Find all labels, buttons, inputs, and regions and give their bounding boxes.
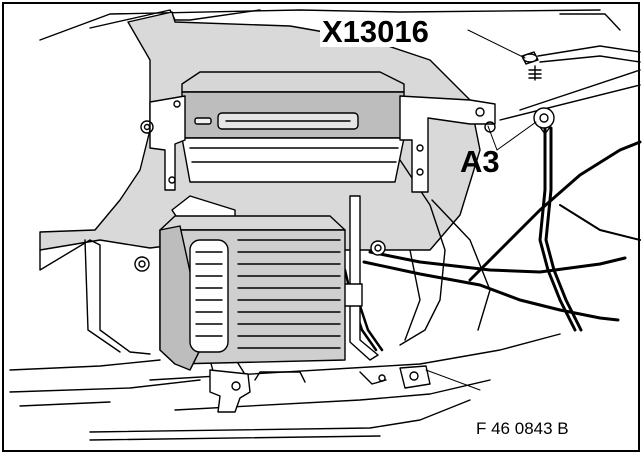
floor-line-2 [174, 379, 491, 411]
right-frame-3 [431, 199, 491, 331]
lower-right-bracket [399, 365, 431, 389]
cd-changer-top [181, 71, 405, 93]
cable-2 [362, 260, 620, 322]
amplifier-top [159, 215, 346, 231]
floor-bottom [89, 399, 471, 433]
left-bracket [149, 95, 186, 191]
amplifier-fins [237, 239, 341, 349]
left-wall [39, 239, 151, 355]
right-panel-line [519, 69, 641, 111]
window-fins [195, 251, 223, 337]
left-floor [9, 359, 161, 371]
ground-cable [538, 126, 577, 332]
leader-a3-2 [487, 125, 498, 151]
left-wall-inner [84, 239, 121, 353]
amplifier-screw-right [370, 240, 386, 256]
floor-screw [378, 374, 386, 382]
left-floor-2 [9, 379, 201, 393]
leader-floor [425, 369, 481, 391]
ground-bolt [528, 65, 542, 81]
label-x13016: X13016 [320, 14, 431, 49]
bracket-screw-inner [143, 123, 151, 131]
bracket-screw [140, 120, 154, 134]
bracket-hole-5 [416, 144, 424, 152]
lower-screw-2 [409, 371, 419, 381]
cd-changer-bottom [181, 137, 405, 183]
label-a3: A3 [460, 144, 500, 179]
left-floor-3 [19, 401, 111, 407]
leader-a3 [496, 121, 537, 151]
right-frame-2 [404, 249, 421, 341]
right-bracket [399, 95, 496, 193]
bracket-window [189, 239, 229, 353]
upper-panel-edge [39, 9, 601, 41]
ground-eyelet-a3 [533, 107, 555, 129]
leader-x13016 [467, 29, 526, 59]
cd-eject-button [194, 117, 212, 125]
bracket-hole-2 [168, 176, 176, 184]
floor-bottom-2 [89, 435, 381, 441]
cable [368, 250, 627, 274]
right-panel-line-2 [499, 84, 641, 121]
cable-4 [559, 204, 641, 241]
right-panel-edge [559, 13, 621, 31]
figure-code: F 46 0843 B [476, 419, 569, 438]
lower-left-bracket [209, 369, 251, 413]
right-tall-bracket [349, 195, 379, 361]
cable-3 [468, 140, 642, 282]
bracket-hole-6 [416, 168, 424, 176]
bracket-hole-3 [475, 107, 485, 117]
ground-cable-2 [544, 126, 583, 332]
amplifier-screw-left [134, 256, 150, 272]
bracket-hole [173, 100, 181, 108]
ground-wire [537, 45, 641, 63]
lower-screw [231, 381, 241, 391]
right-frame [399, 159, 446, 346]
floor-tab [254, 371, 306, 383]
